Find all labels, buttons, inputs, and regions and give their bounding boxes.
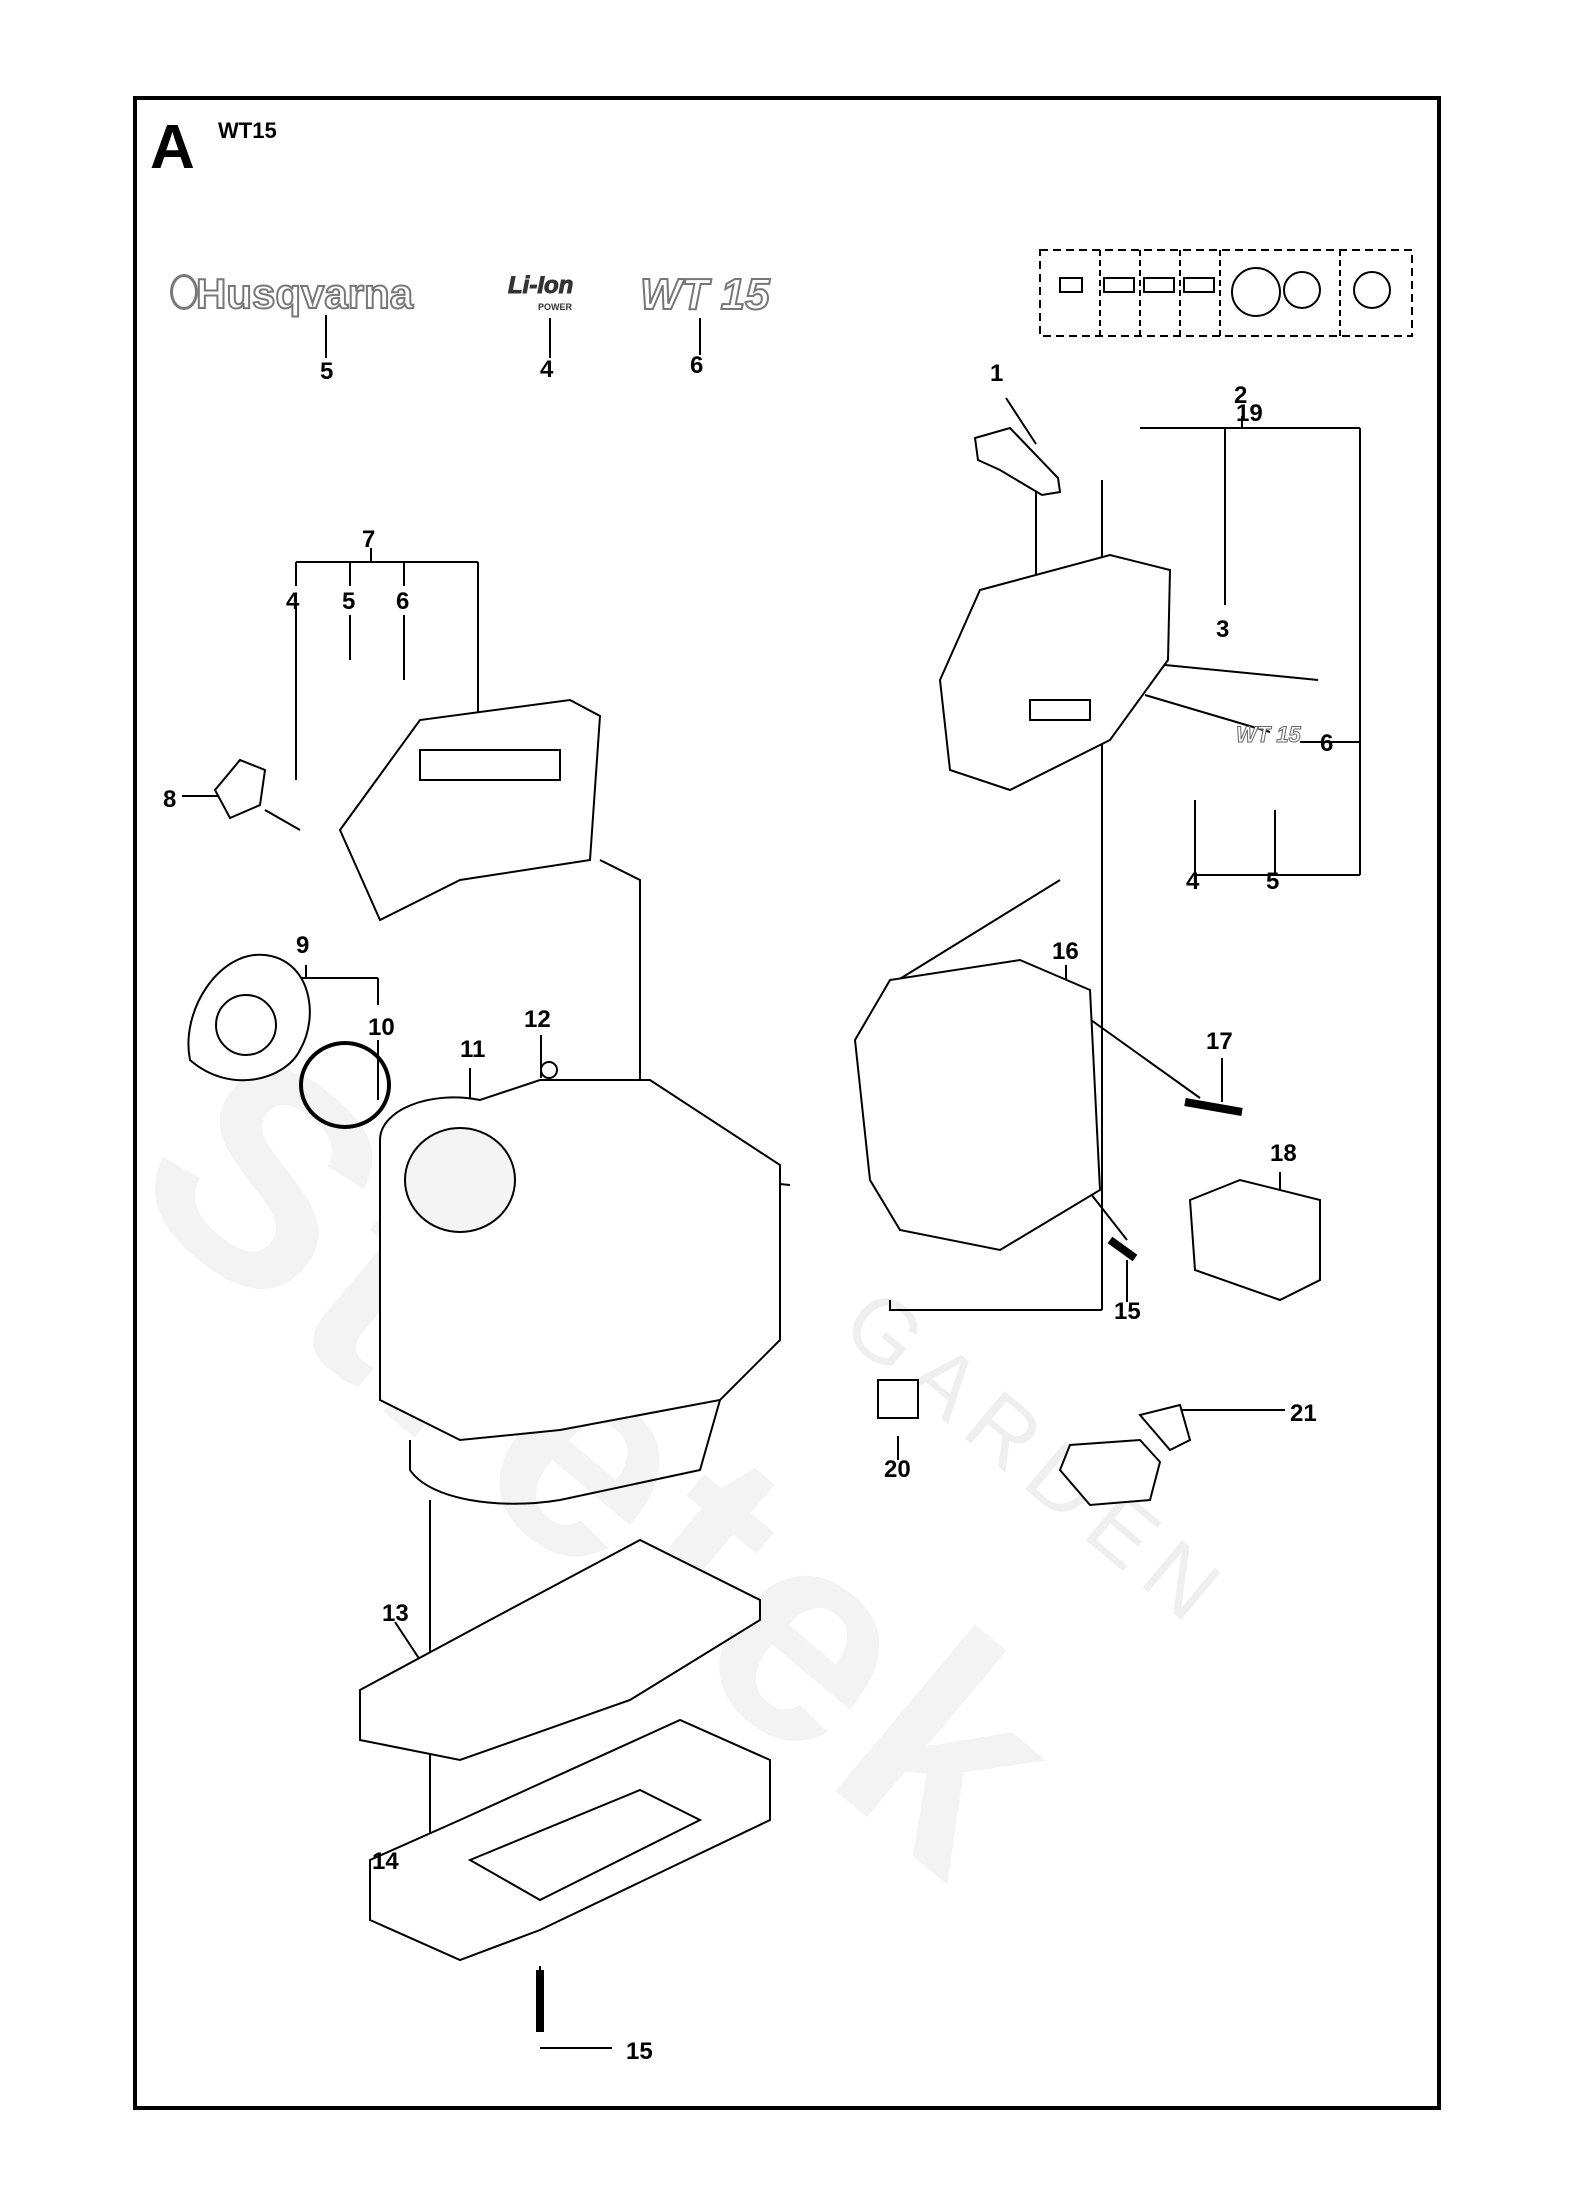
callout-c21: 21 (1290, 1400, 1317, 1427)
part-15-screw-a (1107, 1236, 1138, 1262)
callout-c5a: 5 (320, 358, 334, 385)
callout-c12: 12 (524, 1006, 551, 1033)
callout-c20: 20 (884, 1456, 911, 1483)
part-8-switch (213, 758, 267, 820)
diagram-frame (133, 96, 1441, 2110)
husqvarna-logo-icon (170, 274, 198, 310)
callout-c19: 19 (1236, 400, 1263, 427)
callout-c1: 1 (990, 360, 1004, 387)
li-ion-sub: POWER (538, 302, 573, 312)
husqvarna-decal: Husqvarna (195, 269, 414, 318)
callout-c4a: 4 (286, 588, 300, 615)
part-18-battery (1188, 1178, 1321, 1302)
part-13-lower-shell (359, 1538, 761, 1762)
callout-c8: 8 (163, 786, 177, 813)
part-16-holder (853, 958, 1102, 1252)
callout-c9: 9 (296, 932, 310, 959)
part-2-cover (938, 553, 1172, 792)
part-10-seal (299, 1041, 391, 1129)
callout-c10: 10 (368, 1014, 395, 1041)
callout-c6b: 6 (396, 588, 410, 615)
svg-text:WT 15: WT 15 (1236, 722, 1302, 747)
callout-c17: 17 (1206, 1028, 1233, 1055)
callout-c6a: 6 (690, 352, 704, 379)
part-7-handle (338, 698, 602, 922)
callout-c15a: 15 (1114, 1298, 1141, 1325)
callout-c13: 13 (382, 1600, 409, 1627)
part-21-charger (1058, 1438, 1162, 1507)
wt15-decal: WT 15 (639, 269, 771, 320)
callout-c2: 2 (1234, 382, 1248, 409)
section-letter: A (150, 113, 195, 182)
callout-c15b: 15 (626, 2038, 653, 2065)
part-17-screw (1184, 1098, 1243, 1116)
callout-c5c: 5 (1266, 868, 1280, 895)
callout-c4b: 4 (540, 356, 554, 383)
part-14-base (369, 1718, 771, 1962)
li-ion-decal: Li-Ion (507, 272, 574, 300)
callout-c11: 11 (460, 1036, 486, 1063)
callout-c16: 16 (1052, 938, 1079, 965)
callout-c6c: 6 (1320, 730, 1334, 757)
callout-c7: 7 (362, 526, 376, 553)
callout-c14: 14 (372, 1848, 399, 1875)
callout-c3: 3 (1216, 616, 1230, 643)
part-1-clip (973, 426, 1062, 497)
callout-c5b: 5 (342, 588, 356, 615)
callout-c18: 18 (1270, 1140, 1297, 1167)
part-9-cap (187, 953, 311, 1082)
instruction-label-19 (1039, 249, 1413, 337)
eac-mark-icon (877, 1379, 919, 1419)
model-label: WT15 (218, 118, 277, 143)
callout-c4c: 4 (1186, 868, 1200, 895)
